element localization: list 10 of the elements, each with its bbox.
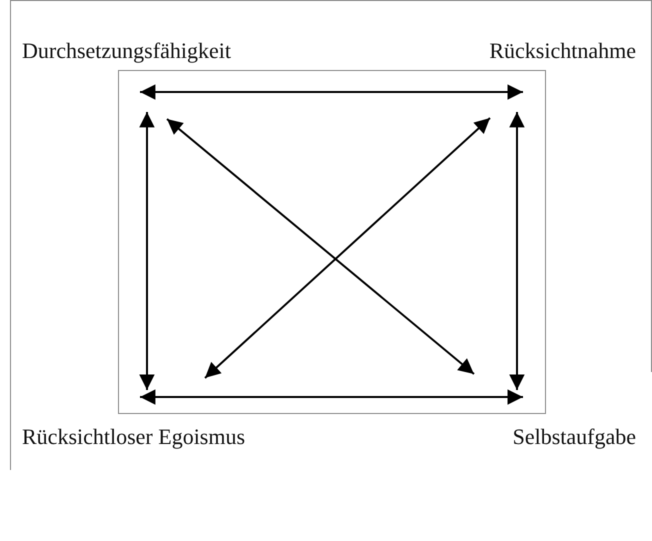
double-arrow [166, 118, 475, 375]
double-arrow [140, 389, 523, 405]
quadrant-label: Rücksichtloser Egoismus [22, 424, 246, 450]
quadrant-label: Selbstaufgabe [512, 424, 636, 450]
quadrant-label: Durchsetzungsfähigkeit [22, 38, 231, 64]
quadrant-label: Rücksichtnahme [489, 38, 636, 64]
double-arrow [140, 84, 523, 100]
double-arrow [139, 112, 155, 390]
double-arrow [509, 112, 525, 390]
double-arrow [204, 117, 491, 379]
